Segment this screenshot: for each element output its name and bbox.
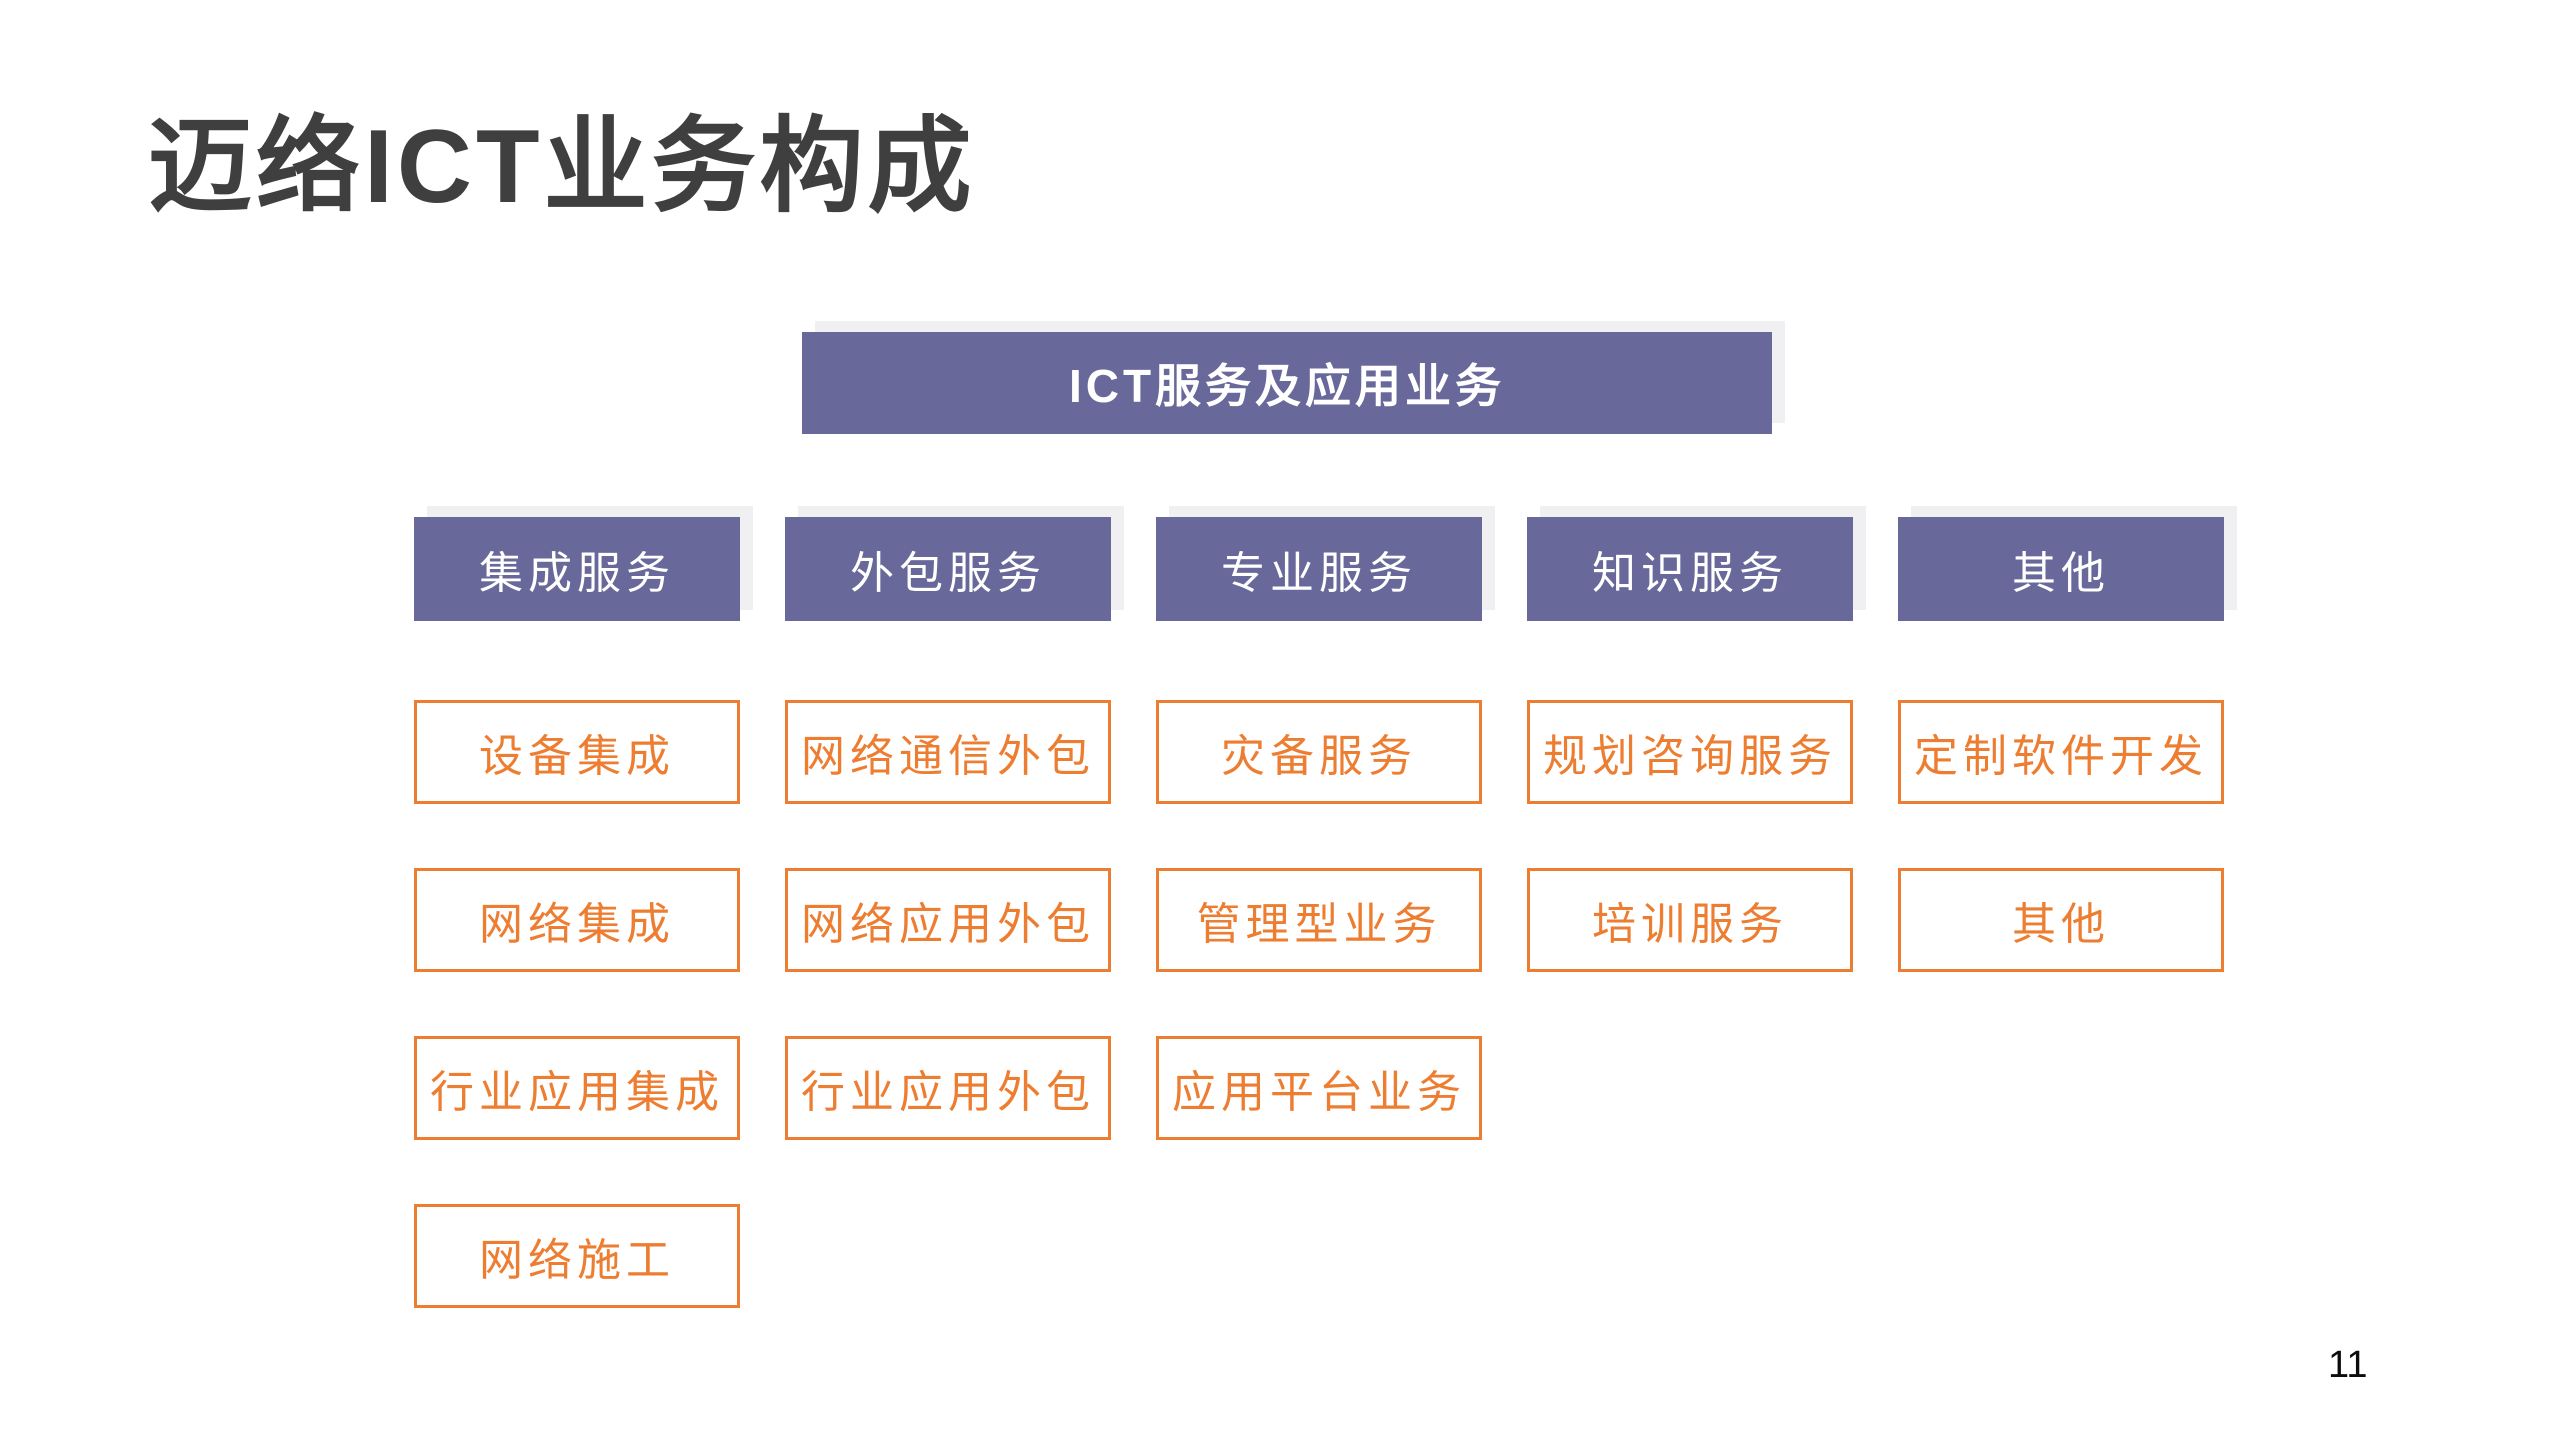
service-item: 规划咨询服务 — [1527, 700, 1853, 804]
category-column-1: 集成服务设备集成网络集成行业应用集成网络施工 — [414, 517, 740, 1308]
service-item: 定制软件开发 — [1898, 700, 2224, 804]
category-header: 集成服务 — [414, 517, 740, 621]
service-item: 其他 — [1898, 868, 2224, 972]
category-header: 知识服务 — [1527, 517, 1853, 621]
page-number: 11 — [2328, 1344, 2368, 1386]
category-columns: 集成服务设备集成网络集成行业应用集成网络施工外包服务网络通信外包网络应用外包行业… — [414, 517, 2224, 1308]
service-item: 网络通信外包 — [785, 700, 1111, 804]
service-item: 管理型业务 — [1156, 868, 1482, 972]
service-item: 应用平台业务 — [1156, 1036, 1482, 1140]
category-column-5: 其他定制软件开发其他 — [1898, 517, 2224, 1308]
category-header: 外包服务 — [785, 517, 1111, 621]
category-header: 专业服务 — [1156, 517, 1482, 621]
root-category-label: ICT服务及应用业务 — [1068, 360, 1506, 412]
category-header: 其他 — [1898, 517, 2224, 621]
service-item: 网络集成 — [414, 868, 740, 972]
service-item: 培训服务 — [1527, 868, 1853, 972]
slide-title: 迈络ICT业务构成 — [148, 109, 976, 225]
service-item: 灾备服务 — [1156, 700, 1482, 804]
service-item: 网络施工 — [414, 1204, 740, 1308]
service-item: 设备集成 — [414, 700, 740, 804]
service-item: 网络应用外包 — [785, 868, 1111, 972]
category-column-3: 专业服务灾备服务管理型业务应用平台业务 — [1156, 517, 1482, 1308]
root-category-box: ICT服务及应用业务 — [802, 332, 1772, 434]
category-column-2: 外包服务网络通信外包网络应用外包行业应用外包 — [785, 517, 1111, 1308]
category-column-4: 知识服务规划咨询服务培训服务 — [1527, 517, 1853, 1308]
service-item: 行业应用外包 — [785, 1036, 1111, 1140]
service-item: 行业应用集成 — [414, 1036, 740, 1140]
